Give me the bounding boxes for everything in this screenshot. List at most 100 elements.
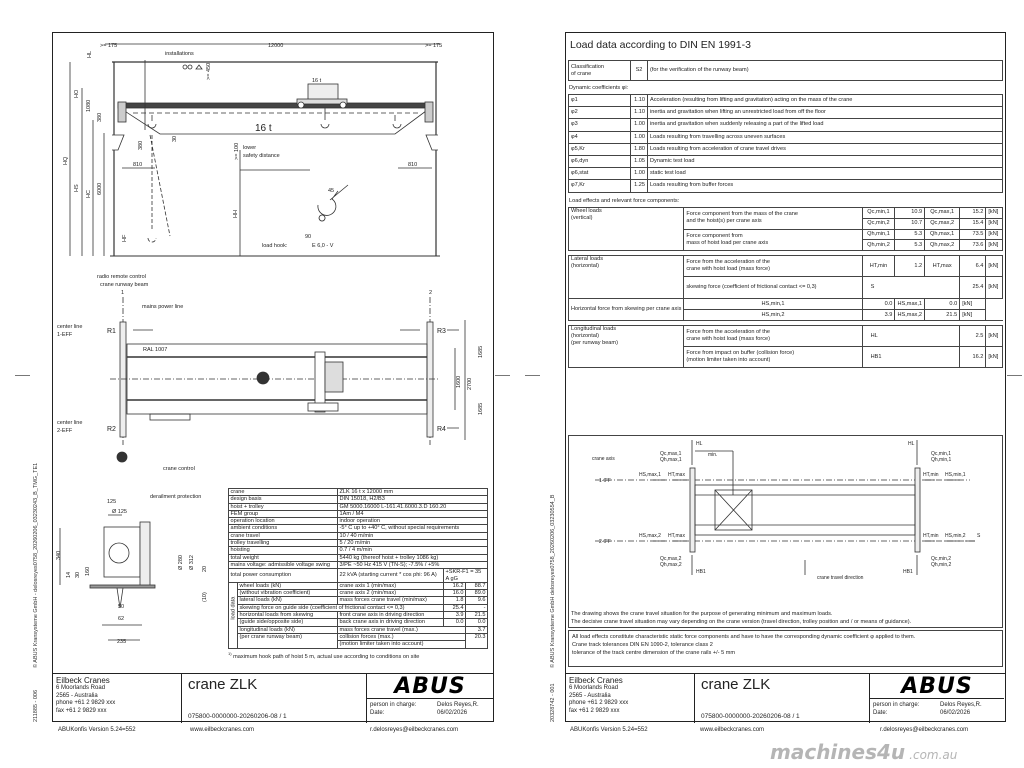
r3-label: R3 — [437, 328, 446, 335]
table-cell: hoisting — [228, 546, 338, 555]
table-cell: 1.00 — [630, 167, 648, 181]
table-cell: crane — [228, 487, 338, 497]
dim-6000: 6000 — [97, 183, 103, 195]
table-cell: 0.7 / 4 m/min — [336, 546, 489, 555]
label-1: Classification — [571, 63, 604, 70]
q-br-1: Qc,min,2 — [931, 556, 951, 562]
wheel-load-row: Wheel loads(vertical)Force component fro… — [567, 206, 1003, 252]
email-link[interactable]: r.delosreyes@eilbeckcranes.com — [880, 727, 969, 733]
table-cell: φ3 — [568, 118, 631, 132]
unit: [kN] — [985, 276, 1003, 300]
table-cell: total weight — [228, 553, 338, 562]
d1-b: crane with hoist load (mass force) — [686, 266, 771, 273]
table-cell: Acceleration (resulting from lifting and… — [647, 93, 1003, 108]
dim-hc: HC — [86, 190, 92, 198]
table-cell: trolley travelling — [228, 539, 338, 548]
table-cell: Loads resulting from acceleration of cra… — [647, 142, 1003, 156]
trolley-capacity: 16 t — [312, 78, 322, 84]
person: Delos Reyes,R. — [437, 702, 479, 708]
table-cell: ZLK 16 t x 12000 mm — [336, 487, 489, 497]
table-cell: φ4 — [568, 130, 631, 144]
website-link[interactable]: www.eilbeckcranes.com — [190, 727, 255, 733]
table-cell: 1.00 — [630, 130, 648, 144]
table-cell: [kN] — [959, 298, 987, 311]
drawing-number: 075800-0000000-20260206-08 / 1 — [188, 713, 287, 720]
cat-1: Longitudinal loads — [571, 326, 617, 333]
front-a: 3.9 — [443, 611, 466, 620]
dim-left: >= 175 — [100, 43, 117, 49]
website-link[interactable]: www.eilbeckcranes.com — [700, 727, 765, 733]
table-cell: [kN] — [985, 207, 1003, 219]
q-bl-2: Qh,max,2 — [660, 562, 682, 568]
power-value: 22 kVA (starting current * cos phi: 96 A… — [337, 568, 444, 583]
center-line-2-name: 2-EFF — [57, 428, 73, 434]
hs-min1: HS,min,1 — [945, 472, 966, 478]
table-cell: 3.9 — [861, 309, 896, 322]
q-tl-2: Qh,max,1 — [660, 457, 682, 463]
dim-span: 12000 — [268, 43, 283, 49]
radio-label-2: crane runway beam — [100, 282, 149, 288]
phone: phone +61 2 9829 xxx — [56, 700, 116, 706]
dim-10: (10) — [202, 592, 208, 602]
table-cell: -5° C up to +40° C, without special requ… — [336, 524, 489, 533]
dim-hl: HL — [87, 51, 93, 58]
hb-sym: HB1 — [861, 346, 961, 369]
skewing-force-row: Horizontal force from skewing per crane … — [567, 298, 1003, 322]
1: Crane track tolerances DIN EN 1090-2, to… — [572, 642, 713, 648]
note-1: The drawing shows the crane travel situa… — [571, 611, 833, 617]
elevation-labels: >= 175 12000 >= 175 installations 16 t 1… — [63, 43, 442, 296]
dim-dia312: Ø 312 — [189, 555, 195, 570]
lower-safety-1: lower — [243, 145, 256, 151]
force-diagram-labels: crane axis 1-IFF 2-IFF min. HL HL HB1 HB… — [592, 441, 981, 581]
dim-125: 125 — [107, 499, 116, 505]
elevation-view — [69, 43, 440, 257]
r2-label: R2 — [107, 426, 116, 433]
product-title: crane ZLK — [188, 676, 258, 693]
unit: [kN] — [985, 346, 1003, 369]
dim-hs: HS — [74, 184, 80, 192]
person-label: person in charge: — [370, 702, 417, 708]
radio-label-1: radio remote control — [97, 274, 146, 280]
back-b: 0.0 — [464, 618, 489, 627]
ht-min2: HT,min — [923, 533, 939, 539]
fold-mark — [495, 375, 510, 376]
email-link[interactable]: r.delosreyes@eilbeckcranes.com — [370, 727, 459, 733]
person-label: person in charge: — [873, 702, 920, 708]
address-1: 6 Moorlands Road — [569, 685, 619, 691]
table-cell: 15.2 — [959, 207, 987, 219]
table-cell: inertia and gravitation when lifting an … — [647, 106, 1003, 120]
0: All load effects constitute characterist… — [572, 634, 916, 640]
table-cell: [kN] — [985, 239, 1003, 252]
table-cell: 0.0 — [924, 298, 961, 311]
table-cell: 3/PE ~50 Hz 415 V (TN-S); -7.5% / +5% — [336, 560, 489, 570]
s: S — [977, 533, 981, 539]
footnote-mark: 1) — [228, 650, 232, 656]
lateral-desc: mass forces crane travel (min/max) — [337, 596, 444, 605]
d1-a: Force from the acceleration of the — [686, 329, 771, 336]
table-cell: 73.5 — [959, 228, 987, 241]
table-cell: HS,min,1 — [683, 298, 863, 311]
address-2: 2565 - Australia — [569, 692, 611, 699]
plan-labels: mains power line center line 1-EFF cente… — [57, 304, 484, 472]
spec-footnote: 1) maximum hook path of hoist 5 m, actua… — [228, 650, 487, 661]
table-cell: Dynamic test load — [647, 154, 1003, 169]
phone: phone +61 2 9829 xxx — [569, 700, 629, 706]
fold-mark — [15, 375, 30, 376]
dim-50: 50 — [118, 604, 124, 610]
table-cell: HS,max,2 — [894, 309, 926, 322]
hook-dim: 90 — [305, 234, 311, 240]
table-cell: GM 5000.16000 L-161.41.6000.3.D 160.20 — [336, 502, 489, 511]
table-cell: [kN] — [959, 309, 987, 322]
d2-a: Force from impact on buffer (collision f… — [686, 350, 795, 357]
dim-380b: 380 — [138, 141, 144, 150]
dim-160: 160 — [85, 567, 91, 576]
diagram-notes: The drawing shows the crane travel situa… — [571, 610, 911, 626]
left-doc-number: 211885 - 006 — [33, 689, 39, 722]
hs-min2: HS,min,2 — [945, 533, 966, 539]
table-cell: φ5,Kr — [568, 142, 631, 156]
